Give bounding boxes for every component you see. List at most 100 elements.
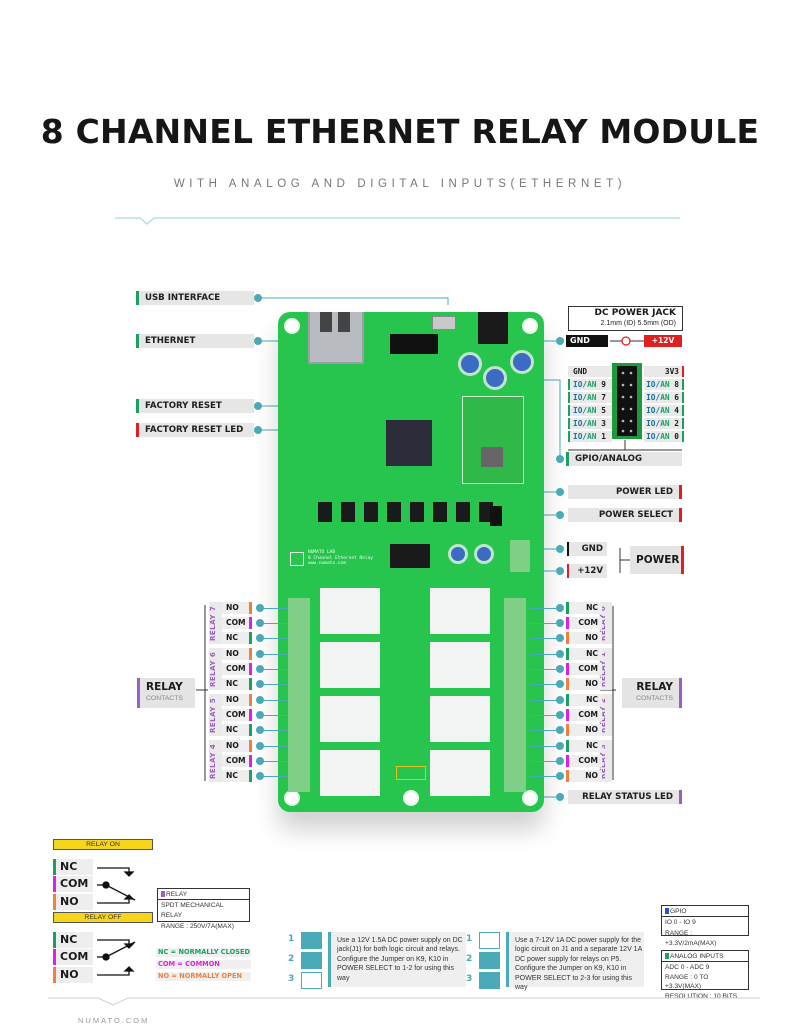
- label-relay-status-led: RELAY STATUS LED: [568, 790, 682, 804]
- io-text: IO/: [573, 406, 588, 415]
- jumper-position-box: [301, 932, 322, 949]
- dc-power-jack-title: DC POWER JACK: [594, 308, 677, 318]
- pin-number: 4: [674, 406, 679, 415]
- callout-arrow: [530, 776, 558, 777]
- callout-arrow: [262, 669, 288, 670]
- pcb-product: 8 Channel Ethernet Relay: [308, 555, 374, 561]
- callout-arrow: [262, 730, 288, 731]
- jumper-position-number: 3: [288, 974, 295, 984]
- callout-dot: [256, 772, 264, 780]
- gpio-spec-head: GPIO: [662, 906, 748, 917]
- capacitor: [483, 366, 507, 390]
- relay-spec-title: RELAY: [166, 891, 188, 898]
- relay-pin-label: NO: [566, 770, 602, 782]
- relay-off-banner: RELAY OFF: [53, 912, 153, 923]
- callout-dot: [556, 742, 564, 750]
- label-power-gnd: GND: [567, 542, 607, 556]
- gpio-pin-an2: IO/AN 2: [644, 418, 684, 429]
- microcontroller: [386, 420, 432, 466]
- mounting-hole: [284, 790, 300, 806]
- dc-power-jack-box: DC POWER JACK 2.1mm (ID) 5.5mm (OD): [568, 306, 683, 331]
- relay-2: [430, 696, 490, 742]
- callout-arrow: [262, 623, 288, 624]
- callout-dot: [556, 650, 564, 658]
- relay-pin-label: COM: [566, 663, 602, 675]
- relay-group-sub: CONTACTS: [146, 695, 183, 702]
- relay-tag: RELAY 6: [209, 648, 222, 690]
- relay-pin-label: COM: [222, 755, 252, 767]
- callout-dot: [256, 604, 264, 612]
- terminal-block-right: [504, 598, 526, 792]
- gpio-spec-box: GPIO IO 0 - IO 9 RANGE : +3.3V/2mA(MAX): [661, 905, 749, 947]
- driver-ic: [390, 544, 430, 568]
- label-usb-interface: USB INTERFACE: [136, 291, 254, 305]
- callout-arrow: [262, 715, 288, 716]
- pin-number: 1: [601, 432, 606, 441]
- relay-pin-label: NO: [566, 632, 602, 644]
- relay-4: [320, 750, 380, 796]
- gpio-pin-gnd: GND: [568, 366, 612, 377]
- callout-arrow: [530, 761, 558, 762]
- analog-spec-box: ANALOG INPUTS ADC 0 - ADC 9 RANGE : 0 TO…: [661, 950, 749, 1000]
- callout-dot: [556, 567, 564, 575]
- jumper-position-number: 1: [466, 934, 473, 944]
- relay-3: [430, 750, 490, 796]
- gpio-pin-an3: IO/AN 3: [568, 418, 612, 429]
- callout-dot: [556, 619, 564, 627]
- relay-pin-label: NC: [566, 694, 602, 706]
- label-power: POWER: [630, 546, 684, 574]
- callout-arrow: [530, 654, 558, 655]
- relay-5: [320, 696, 380, 742]
- an-text: AN: [587, 406, 597, 415]
- analog-spec-line2: RANGE : 0 TO +3.3V(MAX): [665, 974, 709, 990]
- relay-spec-head: RELAY: [158, 889, 249, 900]
- callout-arrow: [530, 684, 558, 685]
- relay-tag: RELAY 5: [209, 694, 222, 736]
- callout-dot: [556, 488, 564, 496]
- callout-dot: [556, 793, 564, 801]
- label-power-select: POWER SELECT: [568, 508, 682, 522]
- pcb-silkscreen: NUMATO LAB 8 Channel Ethernet Relay www.…: [308, 550, 373, 567]
- callout-arrow: [530, 730, 558, 731]
- analog-spec-head: ANALOG INPUTS: [662, 951, 748, 962]
- relay-pin-label: COM: [566, 617, 602, 629]
- callout-arrow: [530, 746, 558, 747]
- jumper-position-box: [301, 972, 322, 989]
- callout-arrow: [530, 669, 558, 670]
- page-subtitle: WITH ANALOG AND DIGITAL INPUTS(ETHERNET): [173, 178, 627, 190]
- io-text: IO/: [573, 432, 588, 441]
- relay-pin-label: NC: [566, 648, 602, 660]
- callout-dot: [556, 337, 564, 345]
- relay-pin-label: NO: [222, 694, 252, 706]
- label-gpio-analog: GPIO/ANALOG: [566, 452, 682, 466]
- legend-on-nc: NC: [53, 859, 93, 875]
- callout-arrow: [262, 700, 288, 701]
- relay-pin-label: NC: [222, 724, 252, 736]
- relay-spec-line2: RANGE : 250V/7A(MAX): [161, 923, 234, 930]
- callout-dot: [556, 680, 564, 688]
- optocoupler-row: [314, 500, 504, 524]
- mounting-hole: [403, 790, 419, 806]
- io-text: IO/: [646, 406, 661, 415]
- an-text: AN: [587, 419, 597, 428]
- pin-number: 8: [674, 380, 679, 389]
- callout-arrow: [262, 761, 288, 762]
- an-text: AN: [660, 432, 670, 441]
- relay-pin-label: NC: [566, 740, 602, 752]
- callout-dot: [254, 294, 262, 302]
- gpio-pin-an1: IO/AN 1: [568, 431, 612, 442]
- relay-0: [430, 588, 490, 634]
- power-terminal: [510, 540, 530, 572]
- an-text: AN: [660, 393, 670, 402]
- capacitor: [448, 544, 468, 564]
- callout-arrow: [530, 715, 558, 716]
- gpio-pin-3v3: 3V3: [644, 366, 684, 377]
- relay-group-title: RELAY: [146, 681, 183, 693]
- gpio-pin-an6: IO/AN 6: [644, 392, 684, 403]
- io-text: IO/: [573, 419, 588, 428]
- an-text: AN: [587, 432, 597, 441]
- relay-pin-label: NO: [222, 602, 252, 614]
- callout-dot: [256, 726, 264, 734]
- callout-dot: [256, 619, 264, 627]
- io-text: IO/: [646, 380, 661, 389]
